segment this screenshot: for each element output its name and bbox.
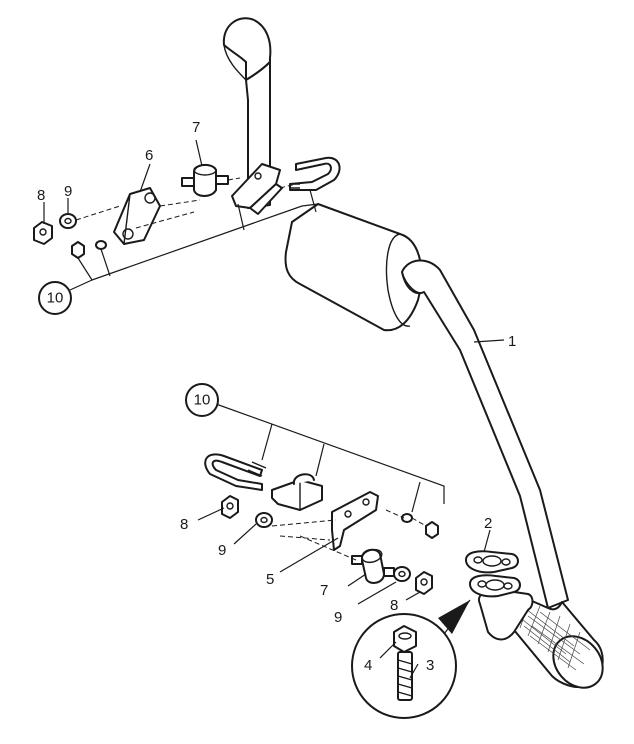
lower-small-nut	[425, 521, 439, 539]
callout-9-top: 9	[64, 183, 72, 200]
upper-small-nut	[71, 241, 85, 259]
lower-rubber-mount	[351, 548, 395, 584]
callout-4: 4	[364, 657, 372, 674]
lower-clamp	[271, 473, 323, 511]
upper-small-washer	[95, 240, 107, 250]
gasket-lower	[469, 574, 521, 598]
callout-8-mid: 8	[180, 516, 188, 533]
lower-right-nut	[415, 571, 433, 595]
upper-nut	[33, 221, 53, 245]
callout-3: 3	[426, 657, 434, 674]
callout-5: 5	[266, 571, 274, 588]
upper-u-bolt	[289, 156, 341, 191]
gasket-upper	[465, 550, 519, 574]
upper-rubber-mount	[181, 164, 229, 197]
callout-7-top: 7	[192, 119, 200, 136]
stud-detail-circle	[351, 599, 471, 719]
callout-10-bottom: 10	[194, 392, 211, 409]
callout-1: 1	[508, 333, 516, 350]
callout-9-bottom: 9	[334, 609, 342, 626]
callout-8-bottom: 8	[390, 597, 398, 614]
flange-nut	[393, 625, 417, 653]
lower-left-washer	[255, 512, 273, 528]
upper-clamp	[231, 163, 283, 215]
callout-leaders	[43, 139, 505, 679]
callout-2: 2	[484, 515, 492, 532]
callout-8-top: 8	[37, 187, 45, 204]
callout-9-mid: 9	[218, 542, 226, 559]
front-pipe	[401, 259, 569, 609]
lower-left-nut	[221, 495, 239, 519]
silencer-box	[284, 203, 423, 332]
lower-u-bolt	[204, 453, 267, 491]
upper-assembly-lines	[69, 177, 319, 291]
upper-mount-bracket	[113, 187, 161, 245]
flange-stud	[397, 651, 413, 701]
callout-7-bottom: 7	[320, 582, 328, 599]
callout-6: 6	[145, 147, 153, 164]
lower-mount-bracket	[331, 491, 379, 551]
flex-section	[478, 588, 604, 689]
callout-10-top: 10	[47, 290, 64, 307]
callout-10-top-circle: 10	[38, 281, 72, 315]
upper-washer	[59, 213, 77, 229]
callout-10-bottom-circle: 10	[185, 383, 219, 417]
lower-assembly-lines	[215, 403, 445, 561]
lower-right-washer	[393, 566, 411, 582]
